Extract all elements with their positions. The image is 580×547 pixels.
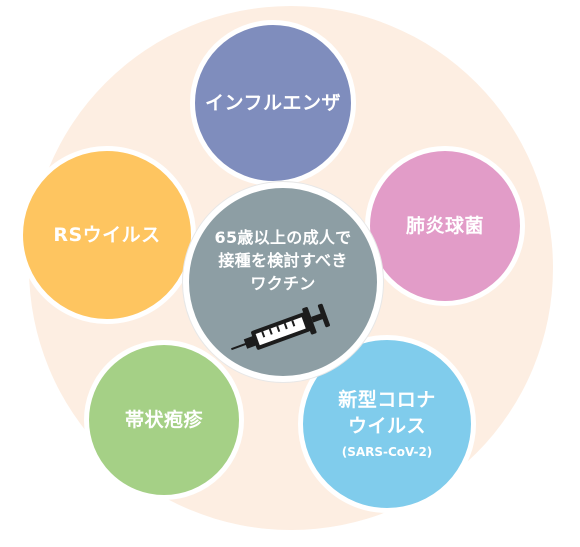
vaccine-circle-shingles: 帯状疱疹 [84,340,244,500]
vaccine-sublabel-covid: (SARS-CoV-2) [341,445,433,459]
vaccine-circle-pneumococcus: 肺炎球菌 [365,146,525,306]
vaccine-circle-influenza: インフルエンザ [190,20,356,186]
vaccine-label-shingles: 帯状疱疹 [124,409,203,431]
syringe-icon [231,303,330,351]
vaccine-label-influenza: インフルエンザ [205,92,341,114]
vaccine-label-covid: 新型コロナ ウイルス [338,389,436,437]
vaccine-circle-rsv: RSウイルス [18,146,196,324]
center-title: 65歳以上の成人で 接種を検討すべき ワクチン [214,228,352,293]
center-circle: 65歳以上の成人で 接種を検討すべき ワクチン [183,182,383,382]
vaccine-label-rsv: RSウイルス [53,224,161,246]
vaccine-label-pneumococcus: 肺炎球菌 [405,215,484,237]
